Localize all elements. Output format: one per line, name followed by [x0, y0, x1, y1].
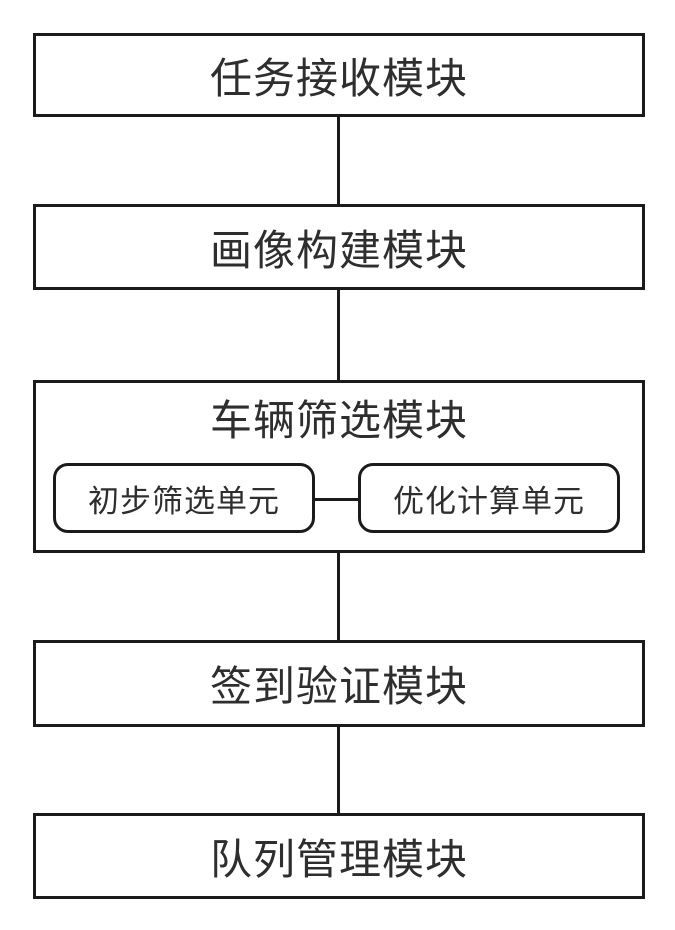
- module-box-vehicle-screening: 车辆筛选模块 初步筛选单元 优化计算单元: [33, 380, 645, 553]
- module-box-queue-management: 队列管理模块: [33, 813, 645, 899]
- module-label-checkin-verification: 签到验证模块: [209, 663, 468, 710]
- connector-checkin-to-queue: [337, 727, 340, 813]
- module-title-vehicle-screening: 车辆筛选模块: [36, 388, 642, 446]
- connector-preliminary-to-optimization: [315, 498, 358, 501]
- unit-label-optimization-calculation: 优化计算单元: [393, 483, 585, 519]
- module-box-profile-construction: 画像构建模块: [33, 204, 645, 290]
- unit-box-optimization-calculation: 优化计算单元: [358, 463, 620, 533]
- module-label-vehicle-screening: 车辆筛选模块: [209, 396, 468, 444]
- unit-box-preliminary-screening: 初步筛选单元: [53, 463, 315, 533]
- connector-task-to-profile: [337, 117, 340, 204]
- module-box-task-receiving: 任务接收模块: [33, 33, 645, 117]
- module-label-profile-construction: 画像构建模块: [209, 226, 468, 274]
- module-label-queue-management: 队列管理模块: [209, 835, 468, 883]
- module-label-task-receiving: 任务接收模块: [209, 54, 468, 102]
- connector-profile-to-screening: [337, 290, 340, 380]
- module-box-checkin-verification: 签到验证模块: [33, 640, 645, 727]
- unit-label-preliminary-screening: 初步筛选单元: [88, 483, 280, 519]
- connector-screening-to-checkin: [337, 553, 340, 640]
